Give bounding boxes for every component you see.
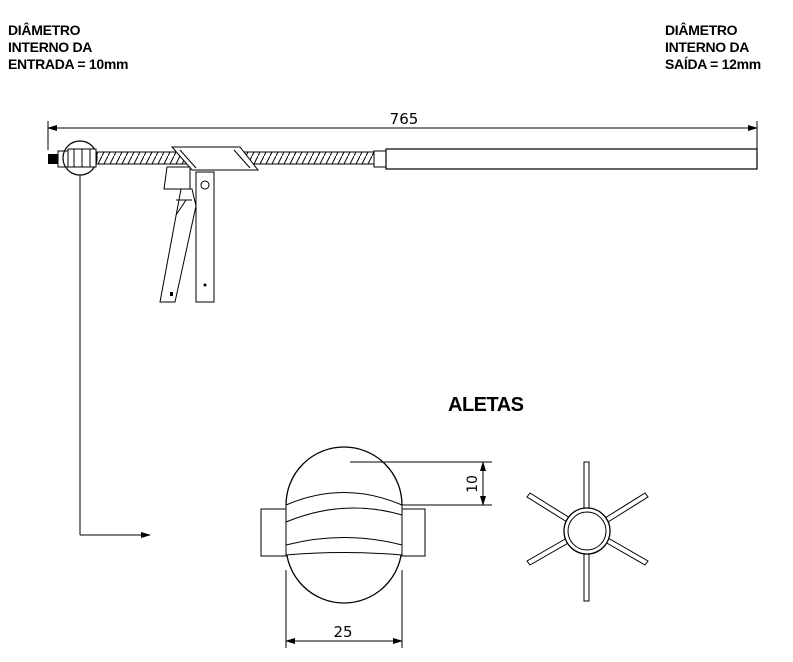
fin-width-value: 25: [333, 623, 352, 641]
inline-fin: [170, 146, 260, 171]
inlet-diameter-label: DIÂMETRO INTERNO DA ENTRADA = 10mm: [8, 22, 128, 73]
overall-length-value: 765: [390, 110, 419, 128]
fin-detail-front-view: [526, 461, 649, 602]
outlet-label-line-2: INTERNO DA: [665, 39, 750, 55]
support-stand: [159, 166, 215, 303]
fins-section-title: ALETAS: [448, 394, 524, 416]
inlet-label-line-1: DIÂMETRO: [8, 22, 81, 38]
outlet-diameter-label: DIÂMETRO INTERNO DA SAÍDA = 12mm: [665, 22, 761, 73]
outlet-label-line-1: DIÂMETRO: [665, 22, 738, 38]
overall-length-dimension: 765: [47, 110, 758, 150]
fin-height-value: 10: [465, 475, 481, 493]
inlet-label-line-2: INTERNO DA: [8, 39, 93, 55]
inlet-fitting: [48, 140, 98, 176]
outlet-label-line-3: SAÍDA = 12mm: [665, 56, 761, 72]
detail-leader-line: [79, 175, 151, 538]
inlet-label-line-3: ENTRADA = 10mm: [8, 56, 129, 72]
fin-detail-side-view: 10 25: [260, 446, 492, 648]
outlet-tube: [385, 148, 758, 170]
